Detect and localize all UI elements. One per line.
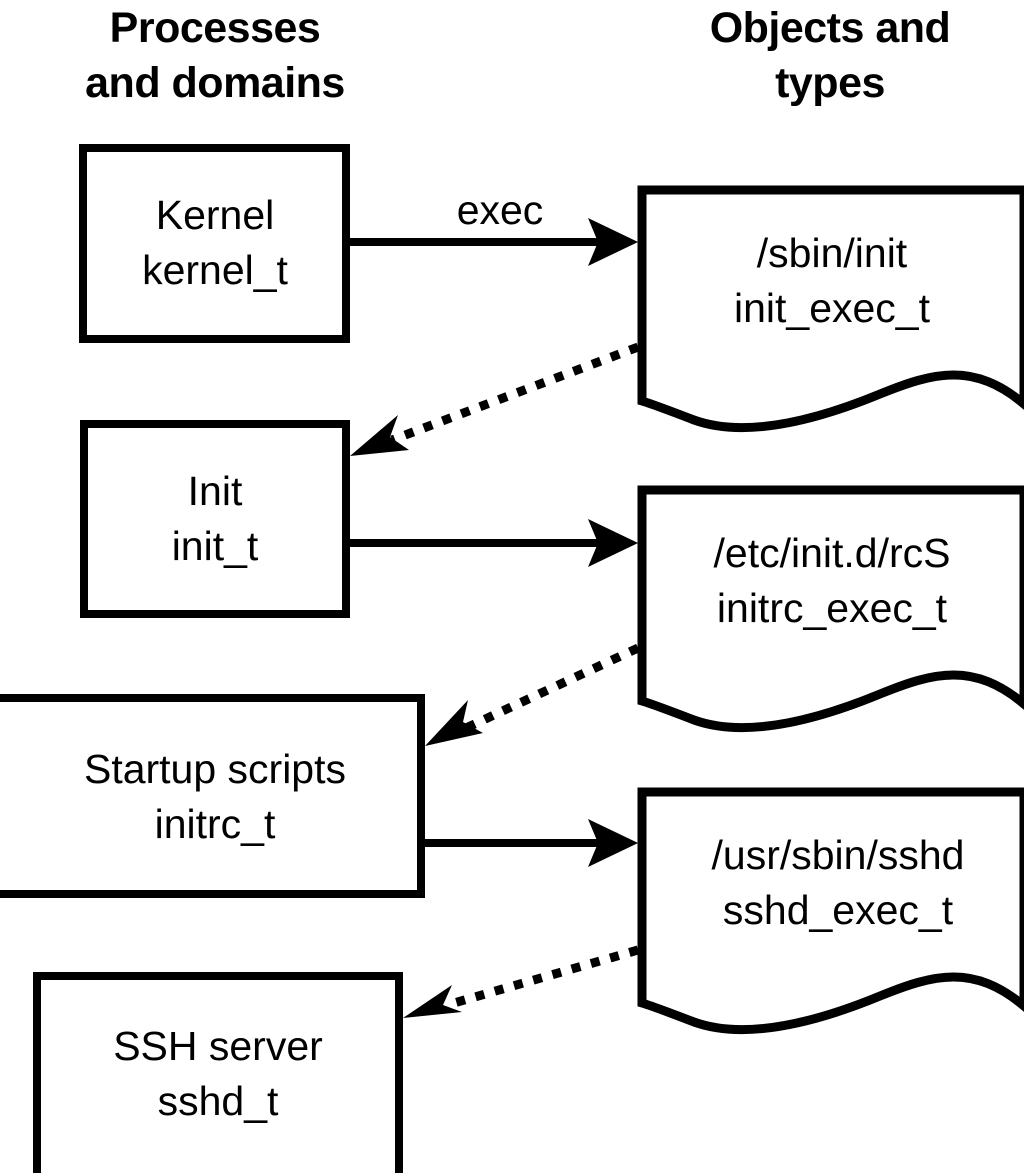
process-node-sshd[interactable]: SSH server sshd_t	[33, 972, 403, 1173]
processes-heading-line1: Processes	[110, 4, 321, 52]
edge-label-exec: exec	[457, 187, 544, 233]
node-label-line1: /sbin/init	[757, 230, 908, 276]
node-label-line2: initrc_t	[155, 801, 276, 847]
edge-line	[390, 342, 640, 445]
edge-init-exec-transition-init	[350, 342, 640, 456]
node-box[interactable]	[0, 694, 425, 898]
node-label-line1: Startup scripts	[84, 746, 346, 792]
arrow-head-icon	[425, 700, 483, 746]
process-node-initrc[interactable]: Startup scripts initrc_t	[0, 694, 425, 898]
node-label-line1: /usr/sbin/sshd	[712, 832, 965, 878]
arrow-head-icon	[588, 819, 638, 867]
column-heading-objects: Objects and types	[710, 4, 951, 107]
object-node-init-exec[interactable]: /sbin/init init_exec_t	[637, 185, 1024, 433]
document-shape[interactable]	[637, 787, 1024, 1035]
node-label-line2: sshd_t	[158, 1078, 279, 1124]
process-node-init[interactable]: Init init_t	[80, 420, 350, 618]
node-label-line1: SSH server	[113, 1023, 323, 1069]
edge-kernel-exec-init-exec: exec	[350, 187, 638, 266]
arrow-head-icon	[588, 519, 638, 567]
object-node-sshd-exec[interactable]: /usr/sbin/sshd sshd_exec_t	[637, 787, 1024, 1035]
edge-initrc-exec-sshd-exec	[425, 819, 638, 867]
column-heading-processes: Processes and domains	[85, 4, 345, 107]
node-box[interactable]	[79, 144, 350, 343]
edge-line	[464, 643, 640, 733]
process-node-kernel[interactable]: Kernel kernel_t	[79, 144, 350, 343]
node-label-line2: init_exec_t	[734, 285, 931, 331]
edge-line	[445, 945, 640, 1010]
document-shape[interactable]	[637, 185, 1024, 433]
node-label-line2: sshd_exec_t	[723, 887, 954, 933]
processes-heading-line2: and domains	[85, 59, 345, 107]
edge-init-exec-initrc-exec	[350, 519, 638, 567]
object-node-initrc-exec[interactable]: /etc/init.d/rcS initrc_exec_t	[637, 485, 1024, 733]
node-box[interactable]	[33, 972, 403, 1173]
node-box[interactable]	[80, 420, 350, 618]
node-label-line1: /etc/init.d/rcS	[714, 530, 951, 576]
arrow-head-icon	[588, 218, 638, 266]
objects-heading-line1: Objects and	[710, 4, 951, 52]
document-shape[interactable]	[637, 485, 1024, 733]
node-label-line1: Init	[188, 468, 243, 514]
arrow-head-icon	[403, 985, 462, 1018]
node-label-line2: initrc_exec_t	[717, 585, 948, 631]
edge-sshd-exec-transition-sshd	[403, 945, 640, 1018]
node-label-line2: init_t	[172, 523, 259, 569]
node-label-line1: Kernel	[156, 192, 275, 238]
arrow-head-icon	[350, 415, 409, 456]
node-label-line2: kernel_t	[142, 247, 288, 293]
objects-heading-line2: types	[775, 59, 885, 107]
edge-initrc-exec-transition-initrc	[425, 643, 640, 746]
